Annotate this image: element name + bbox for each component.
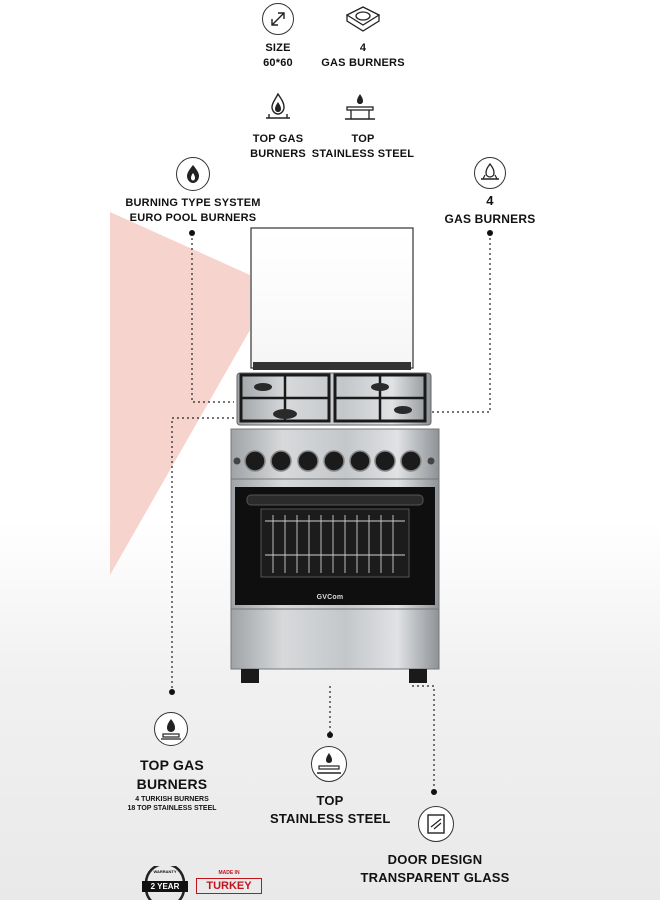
flame-icon — [176, 157, 210, 191]
gas-burner-flame-icon — [474, 157, 506, 189]
size-arrows-icon — [262, 3, 294, 35]
gas-cooker-image — [230, 227, 440, 683]
stainless-top-icon — [343, 92, 377, 124]
burner-grate-icon — [343, 3, 383, 33]
stainless-steel-icon — [311, 746, 347, 782]
glass-door-icon — [418, 806, 454, 842]
origin-caption: MADE IN — [218, 870, 240, 876]
warranty-badge: 2 YEAR WARRANTY — [140, 862, 190, 900]
top-gas-burner-icon — [154, 712, 188, 746]
origin-country: TURKEY — [196, 878, 262, 894]
brand-logo: GVCom — [316, 594, 344, 601]
warranty-caption: WARRANTY — [153, 869, 177, 874]
warranty-years: 2 YEAR — [142, 881, 188, 892]
flame-burner-icon — [262, 90, 294, 122]
made-in-turkey-badge: MADE IN TURKEY — [194, 870, 264, 898]
